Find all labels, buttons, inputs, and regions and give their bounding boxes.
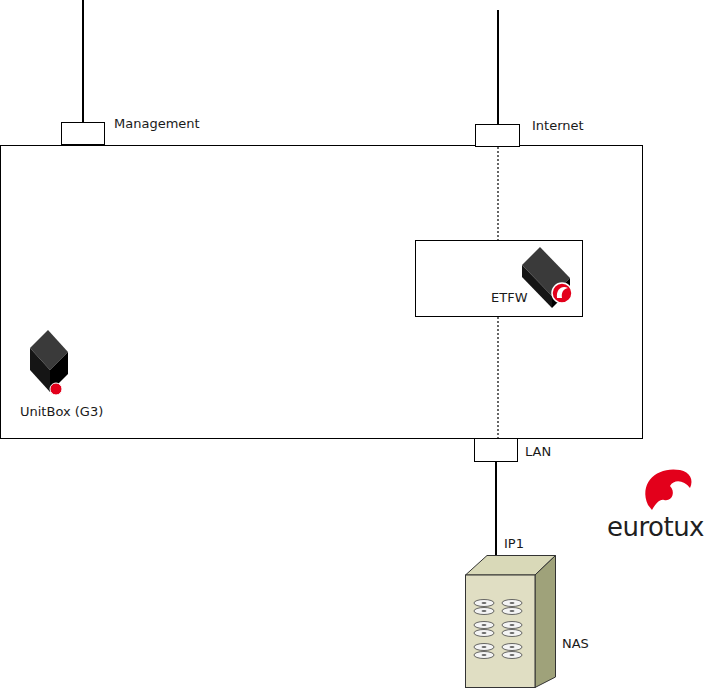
node-label: LAN bbox=[525, 444, 551, 459]
nas-part bbox=[474, 600, 494, 607]
nas-part bbox=[482, 610, 487, 612]
nas-part bbox=[482, 632, 487, 634]
node-label: UnitBox (G3) bbox=[20, 404, 103, 419]
nas-part bbox=[502, 622, 522, 629]
nas-part bbox=[502, 652, 522, 659]
nas-part bbox=[482, 602, 487, 604]
link-line bbox=[497, 147, 498, 240]
nas-part bbox=[474, 608, 494, 615]
nas-part bbox=[510, 610, 515, 612]
nas-part bbox=[535, 556, 556, 688]
link-label: IP1 bbox=[503, 536, 525, 551]
node-label: ETFW bbox=[489, 290, 530, 305]
nas-part bbox=[510, 654, 515, 656]
nas-part bbox=[502, 644, 522, 651]
nas-part bbox=[482, 624, 487, 626]
logo-text: eurotux bbox=[607, 512, 704, 542]
nas-part bbox=[502, 630, 522, 637]
nas-part bbox=[474, 644, 494, 651]
management-uplink bbox=[82, 0, 84, 122]
nas-part bbox=[474, 652, 494, 659]
firewall-box: ETFW bbox=[415, 240, 583, 317]
nas-outline bbox=[465, 555, 556, 688]
nas-part bbox=[502, 600, 522, 607]
unitbox-frame: UnitBox (G3) ETFW bbox=[0, 145, 643, 439]
node-label: NAS bbox=[562, 636, 589, 651]
nas-box: NAS bbox=[465, 555, 556, 688]
nas-part bbox=[466, 575, 536, 688]
nas-part bbox=[510, 602, 515, 604]
port-box: Internet bbox=[475, 124, 520, 147]
node-label: Management bbox=[114, 116, 200, 131]
nas-part bbox=[502, 608, 522, 615]
port-box: LAN bbox=[474, 438, 518, 462]
link-line bbox=[495, 462, 497, 555]
unitbox-icon bbox=[30, 330, 68, 395]
nas-part bbox=[510, 632, 515, 634]
internet-uplink bbox=[497, 10, 499, 124]
nas-part bbox=[510, 624, 515, 626]
nas-part bbox=[482, 654, 487, 656]
nas-part bbox=[510, 646, 515, 648]
nas-part bbox=[474, 622, 494, 629]
port-box: Management bbox=[61, 122, 105, 145]
eurotux-logo-mark bbox=[645, 469, 691, 510]
nas-part bbox=[474, 630, 494, 637]
nas-part bbox=[482, 646, 487, 648]
link-line bbox=[497, 317, 498, 438]
etfw-icon bbox=[522, 247, 572, 308]
node-label: Internet bbox=[532, 118, 584, 133]
